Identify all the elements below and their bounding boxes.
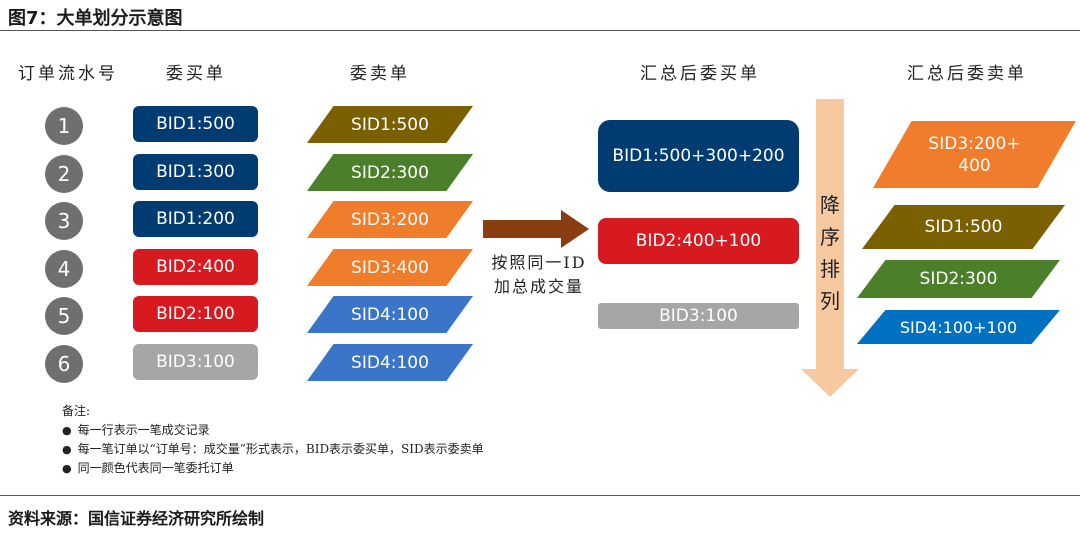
bid-box-4: BID2:400	[133, 249, 258, 285]
note-item-2: 每一笔订单以“订单号：成交量”形式表示，BID表示委买单，SID表示委卖单	[62, 440, 484, 459]
sid-box-3: SID3:200	[307, 201, 473, 238]
arrow-label-line2: 加总成交量	[493, 277, 584, 296]
header-sell: 委卖单	[350, 64, 410, 84]
row-number-3: 3	[45, 202, 83, 240]
bottom-rule	[0, 495, 1080, 496]
sort-label: 降 序 排 列	[815, 189, 845, 317]
row-number-5: 5	[45, 297, 83, 335]
sort-char-3: 排	[820, 257, 840, 281]
agg-sid-1-line2: 400	[958, 155, 991, 176]
bid-box-5: BID2:100	[133, 296, 258, 332]
arrow-label-line1: 按照同一ID	[491, 253, 587, 272]
row-number-6: 6	[45, 345, 83, 383]
down-arrow-icon	[801, 99, 859, 397]
agg-bid-3: BID3:100	[598, 303, 799, 329]
top-rule	[0, 30, 1080, 31]
sid-box-6: SID4:100	[307, 344, 473, 381]
header-buy: 委买单	[166, 64, 226, 84]
bid-box-6: BID3:100	[133, 344, 258, 380]
agg-sid-3: SID2:300	[857, 260, 1060, 298]
agg-sid-1-line1: SID3:200+	[928, 133, 1021, 154]
agg-sid-2: SID1:500	[862, 205, 1065, 249]
row-number-4: 4	[45, 250, 83, 288]
sid-box-2: SID2:300	[307, 154, 473, 191]
header-agg-sell: 汇总后委卖单	[907, 64, 1027, 84]
notes-heading: 备注:	[62, 404, 91, 418]
bid-box-3: BID1:200	[133, 201, 258, 237]
agg-sid-1: SID3:200+ 400	[873, 121, 1076, 188]
agg-sid-4: SID4:100+100	[857, 310, 1060, 344]
note-item-1: 每一行表示一笔成交记录	[62, 421, 484, 440]
sid-box-1: SID1:500	[307, 106, 473, 143]
bid-box-1: BID1:500	[133, 106, 258, 142]
agg-bid-1: BID1:500+300+200	[598, 120, 799, 192]
sid-box-5: SID4:100	[307, 296, 473, 333]
row-number-1: 1	[45, 107, 83, 145]
sid-box-4: SID3:400	[307, 249, 473, 286]
figure-title: 图7：大单划分示意图	[8, 8, 183, 29]
bid-box-2: BID1:300	[133, 154, 258, 190]
notes: 备注: 每一行表示一笔成交记录 每一笔订单以“订单号：成交量”形式表示，BID表…	[62, 402, 484, 478]
row-number-2: 2	[45, 155, 83, 193]
right-arrow-icon	[483, 210, 589, 248]
source-note: 资料来源：国信证券经济研究所绘制	[8, 509, 265, 528]
sort-char-4: 列	[820, 289, 840, 313]
sort-char-2: 序	[820, 225, 840, 249]
sort-char-1: 降	[820, 193, 840, 217]
note-item-3: 同一颜色代表同一笔委托订单	[62, 459, 484, 478]
header-agg-buy: 汇总后委买单	[640, 64, 760, 84]
arrow-label: 按照同一ID 加总成交量	[480, 251, 598, 299]
agg-bid-2: BID2:400+100	[598, 218, 799, 264]
header-serial: 订单流水号	[18, 64, 118, 84]
